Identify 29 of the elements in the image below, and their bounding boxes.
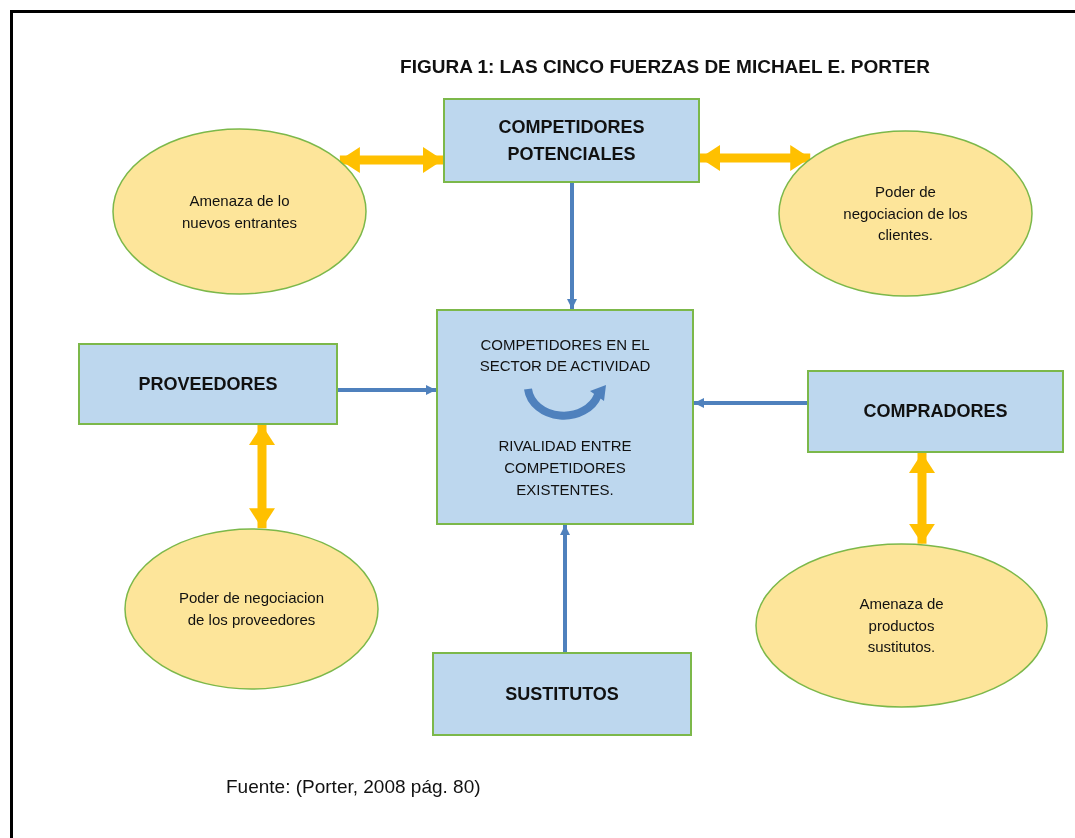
box-label: PROVEEDORES: [138, 372, 278, 396]
force-ellipse: [755, 543, 1048, 708]
arrow: [694, 398, 807, 408]
force-ellipse: [778, 130, 1033, 297]
force-box: [78, 343, 338, 425]
box-label: SUSTITUTOS: [505, 682, 619, 706]
node-text: Amenaza de productos sustitutos.: [858, 593, 945, 658]
arrow: [567, 183, 577, 309]
source-caption: Fuente: (Porter, 2008 pág. 80): [226, 776, 481, 798]
double-arrow: [700, 145, 811, 171]
double-arrow: [249, 425, 275, 529]
node-text: Poder de negociacion de los proveedores: [177, 588, 326, 630]
figure-title: FIGURA 1: LAS CINCO FUERZAS DE MICHAEL E. PORTER: [399, 56, 931, 78]
node-text: Amenaza de lo nuevos entrantes: [180, 190, 299, 233]
double-arrow: [339, 147, 443, 173]
box-label: COMPETIDORES POTENCIALES: [497, 116, 646, 166]
force-box: [432, 652, 692, 736]
box-label: COMPRADORES: [863, 400, 1008, 424]
force-box: [443, 98, 700, 183]
node-text: Poder de negociacion de los clientes.: [842, 181, 969, 246]
double-arrow: [909, 453, 935, 544]
node-text: RIVALIDAD ENTRE COMPETIDORES EXISTENTES.: [497, 436, 633, 500]
force-ellipse: [124, 528, 379, 690]
arrow: [338, 385, 436, 395]
arrow: [560, 525, 570, 652]
force-ellipse: [112, 128, 367, 295]
node-text: COMPETIDORES EN EL SECTOR DE ACTIVIDAD: [478, 334, 652, 377]
force-box: [436, 309, 694, 525]
force-box: [807, 370, 1064, 453]
